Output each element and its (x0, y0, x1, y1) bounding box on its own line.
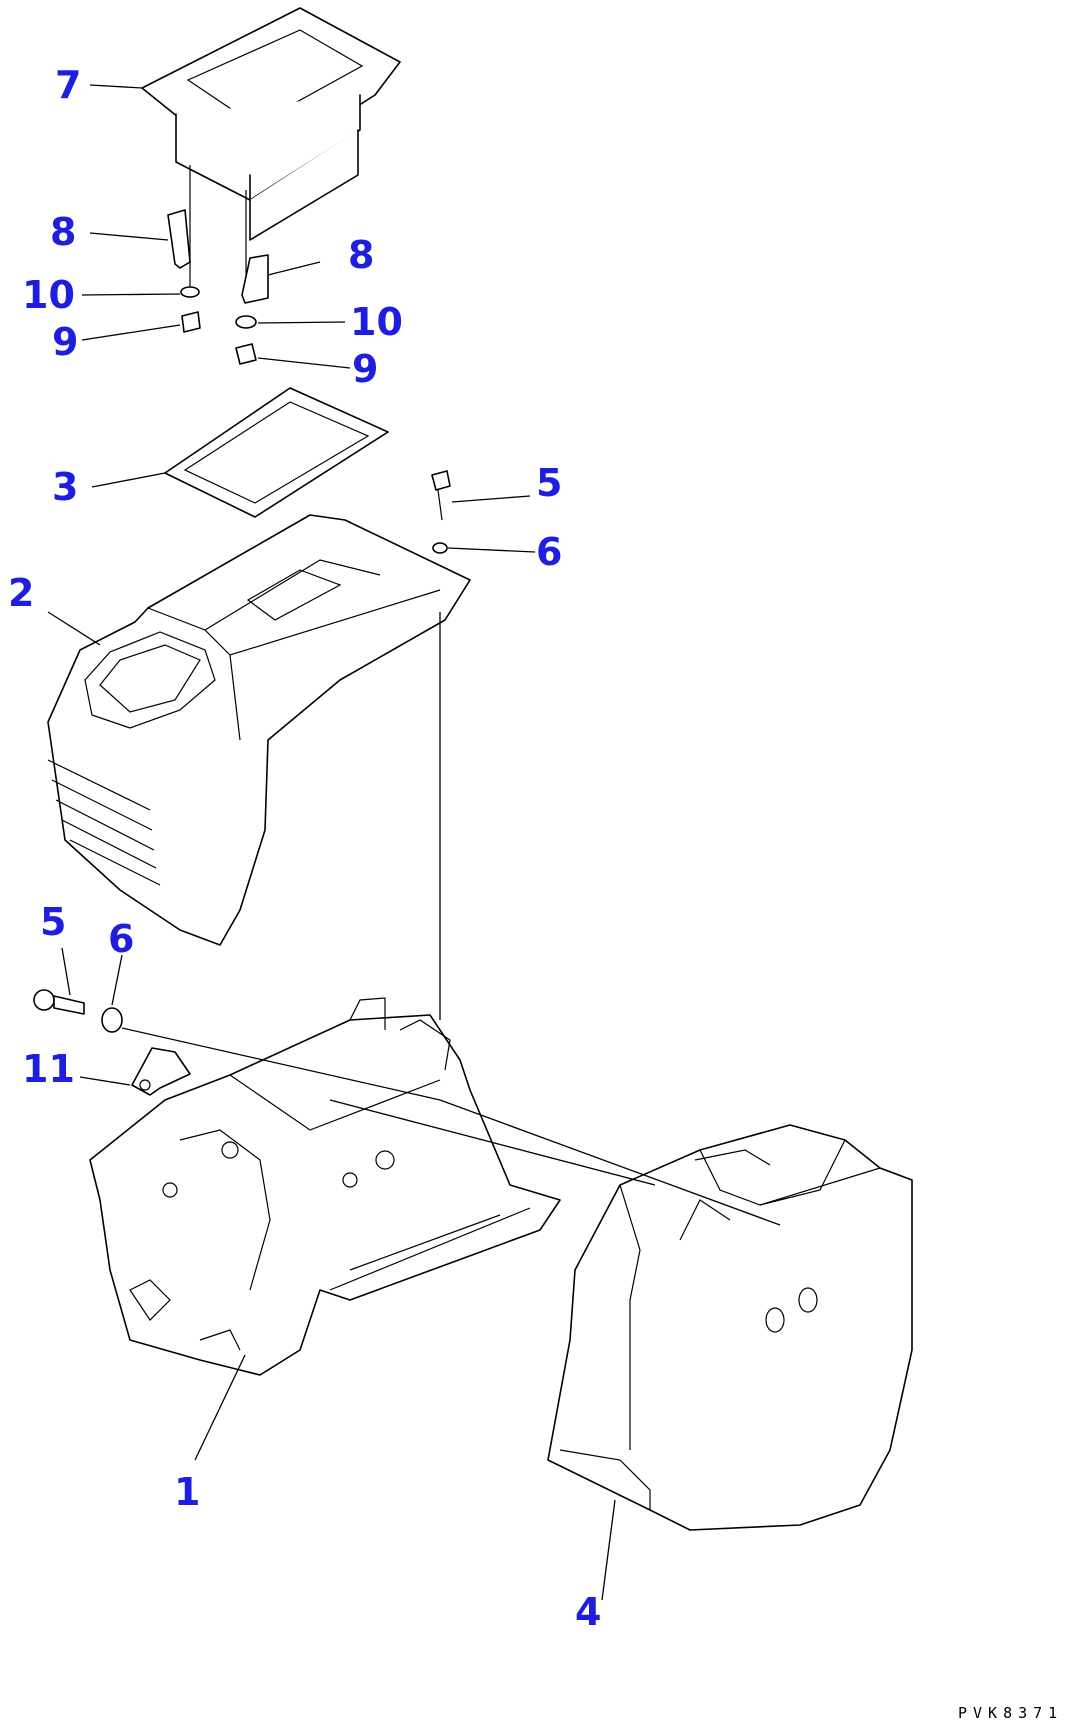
part-3-frame (164, 387, 389, 518)
callout-9: 9 (52, 320, 78, 364)
callout-1: 1 (174, 1470, 200, 1514)
part-4-side-cover (547, 1124, 913, 1531)
part-5-bolt-lower (33, 989, 85, 1015)
leader-lines (47, 84, 616, 1601)
callout-5: 5 (536, 461, 562, 505)
part-10-washer-left (180, 286, 200, 298)
part-11-bracket (131, 1047, 191, 1096)
part-6-washer-lower (101, 1007, 123, 1033)
part-10-washer-right (235, 315, 257, 329)
part-6-washer-upper (432, 542, 448, 554)
callout-5: 5 (40, 900, 66, 944)
callout-2: 2 (8, 571, 34, 615)
part-5-bolt-upper (431, 470, 451, 521)
part-8-bracket-left (167, 209, 191, 269)
callout-7: 7 (55, 63, 81, 107)
callout-8: 8 (50, 210, 76, 254)
callout-6: 6 (108, 917, 134, 961)
callout-9: 9 (352, 347, 378, 391)
callout-4: 4 (575, 1590, 601, 1634)
part-9-nut-right (235, 343, 257, 365)
drawing-code: PVK8371 (958, 1704, 1063, 1722)
callout-8: 8 (348, 233, 374, 277)
part-8-bracket-right (241, 254, 269, 304)
callout-6: 6 (536, 530, 562, 574)
callout-3: 3 (52, 465, 78, 509)
callout-10: 10 (350, 300, 403, 344)
callout-11: 11 (22, 1047, 75, 1091)
part-1-frame (89, 997, 561, 1376)
assembly-line-lower (329, 1099, 656, 1186)
assembly-line-diagonal (121, 1027, 781, 1226)
callouts: 7 8 8 10 10 9 9 3 5 6 2 5 6 11 1 4 (8, 63, 601, 1634)
part-9-nut-left (181, 311, 201, 333)
callout-10: 10 (22, 273, 75, 317)
part-7-top-cover (141, 7, 401, 290)
part-2-console-cover (47, 514, 471, 946)
